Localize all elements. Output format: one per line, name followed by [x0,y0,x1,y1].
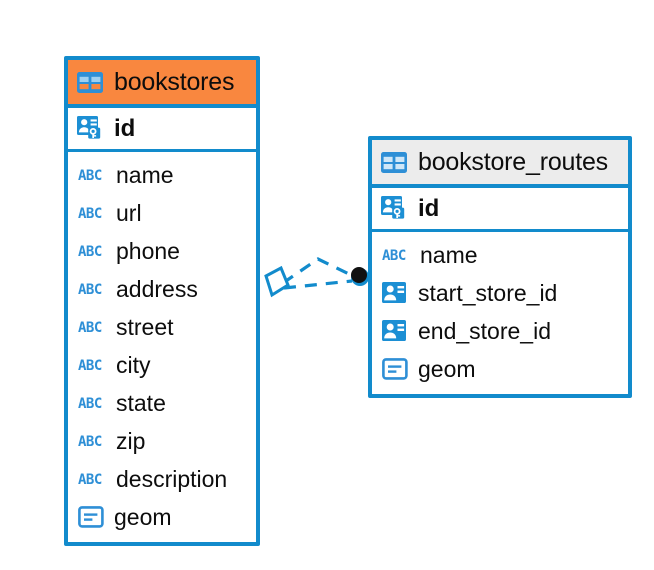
entity-title: bookstores [114,67,235,96]
entity-field-label: description [116,465,228,492]
entity-field-label: city [116,351,151,378]
entity-field-row[interactable]: ABC phone [68,232,256,270]
svg-text:ABC: ABC [78,358,102,373]
entity-field-row[interactable]: ABC name [372,236,628,274]
entity-title: bookstore_routes [418,147,608,176]
entity-field-row[interactable]: geom [372,350,628,388]
entity-field-row[interactable]: ABC name [68,156,256,194]
table-icon [381,151,407,173]
entity-field-row[interactable]: ABC url [68,194,256,232]
svg-text:ABC: ABC [78,434,102,449]
primary-key-icon [77,116,105,141]
abc-text-icon: ABC [78,319,106,335]
entity-field-label: geom [418,355,476,382]
abc-text-icon: ABC [78,433,106,449]
entity-field-row[interactable]: ABC state [68,384,256,422]
entity-row-primary-key[interactable]: id [68,108,256,152]
entity-field-row[interactable]: ABC description [68,460,256,498]
diamond-marker [264,265,290,298]
entity-field-row[interactable]: geom [68,498,256,536]
abc-text-icon: ABC [78,471,106,487]
entity-field-label: address [116,275,198,302]
abc-text-icon: ABC [78,167,106,183]
abc-text-icon: ABC [382,247,410,263]
entity-field-row[interactable]: start_store_id [372,274,628,312]
svg-text:ABC: ABC [78,206,102,221]
geometry-icon [382,358,408,380]
entity-header-bookstore-routes[interactable]: bookstore_routes [372,140,628,188]
primary-key-label: id [114,114,136,142]
svg-text:ABC: ABC [78,472,102,487]
abc-text-icon: ABC [78,205,106,221]
entity-field-label: name [420,241,478,268]
entity-field-label: name [116,161,174,188]
entity-header-bookstores[interactable]: bookstores [68,60,256,108]
entity-field-row[interactable]: ABC street [68,308,256,346]
entity-field-label: phone [116,237,180,264]
entity-field-row[interactable]: ABC zip [68,422,256,460]
entity-field-row[interactable]: ABC address [68,270,256,308]
abc-text-icon: ABC [78,281,106,297]
entity-field-label: state [116,389,166,416]
svg-text:ABC: ABC [78,396,102,411]
entity-field-label: street [116,313,174,340]
entity-field-row[interactable]: ABC city [68,346,256,384]
geometry-icon [78,506,104,528]
svg-text:ABC: ABC [78,282,102,297]
primary-key-label: id [418,194,440,222]
abc-text-icon: ABC [78,357,106,373]
entity-field-label: geom [114,503,172,530]
primary-key-icon [381,196,409,221]
svg-text:ABC: ABC [382,248,406,263]
filled-circle-marker [351,267,369,286]
table-icon [77,71,103,93]
abc-text-icon: ABC [78,395,106,411]
relationship-line-lower [283,279,353,290]
foreign-key-icon [382,282,408,304]
entity-field-label: end_store_id [418,317,551,344]
svg-text:ABC: ABC [78,168,102,183]
abc-text-icon: ABC [78,243,106,259]
foreign-key-icon [382,320,408,342]
entity-field-label: zip [116,427,146,454]
entity-field-label: start_store_id [418,279,558,306]
entity-field-row[interactable]: end_store_id [372,312,628,350]
relationship-line-upper [282,257,356,285]
entity-field-label: url [116,199,142,226]
svg-text:ABC: ABC [78,244,102,259]
svg-text:ABC: ABC [78,320,102,335]
entity-row-primary-key[interactable]: id [372,188,628,232]
